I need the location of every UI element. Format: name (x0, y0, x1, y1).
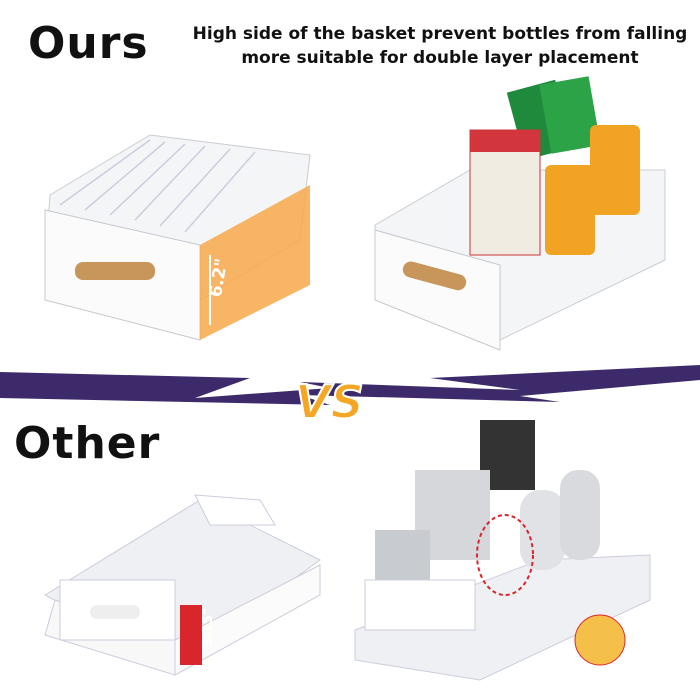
other-height-label: 3.15" (201, 608, 216, 647)
lightning-divider: VS (0, 365, 700, 430)
ours-label: Ours (28, 18, 149, 69)
headline: High side of the basket prevent bottles … (180, 22, 700, 70)
handle (75, 262, 155, 280)
ours-basket-empty: 6.2" (44, 134, 311, 341)
ours-basket-filled (374, 76, 666, 351)
vs-letter-v: VS (295, 375, 364, 429)
headline-line-2: more suitable for double layer placement (241, 48, 639, 68)
headline-line-1: High side of the basket prevent bottles … (192, 24, 688, 44)
other-label: Other (14, 418, 161, 469)
other-basket-filled (354, 420, 651, 681)
other-basket-empty: 3.15" (43, 494, 321, 676)
